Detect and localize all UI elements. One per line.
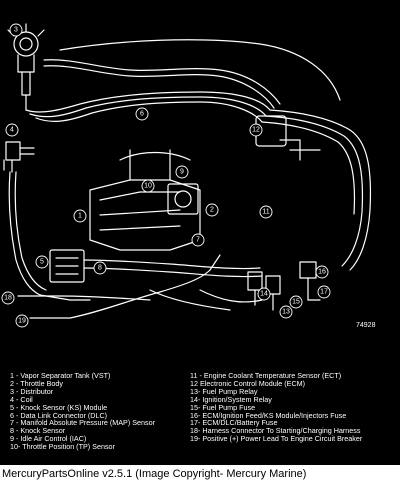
svg-text:1: 1	[78, 213, 82, 220]
legend-item: 5 - Knock Sensor (KS) Module	[10, 402, 108, 412]
svg-text:11: 11	[262, 209, 269, 216]
wiring-diagram: 1 2 3 4 5 6 7 8 9 10 11 12 13 14 15 16 1…	[1, 23, 372, 328]
figure-number: 74928	[356, 322, 376, 329]
svg-text:10: 10	[144, 183, 152, 190]
harness-right	[255, 109, 372, 271]
engine-block	[89, 149, 201, 251]
svg-text:18: 18	[4, 295, 12, 302]
legend-item: 18- Harness Connector To Starting/Chargi…	[190, 426, 361, 436]
distributor-shape	[7, 23, 45, 111]
svg-text:12: 12	[252, 127, 260, 134]
callout-9: 9	[175, 165, 189, 179]
svg-text:14: 14	[260, 291, 268, 298]
legend-right-column: 11 - Engine Coolant Temperature Sensor (…	[190, 372, 362, 443]
coil-shape	[3, 141, 35, 173]
callout-4: 4	[5, 123, 19, 137]
legend-item: 15- Fuel Pump Fuse	[190, 402, 256, 412]
callout-7: 7	[191, 233, 205, 247]
legend-item: 3 - Distributor	[10, 386, 54, 396]
legend-item: 4 - Coil	[10, 394, 33, 404]
svg-text:13: 13	[282, 309, 290, 316]
legend-item: 16- ECM/Ignition Feed/KS Module/Injector…	[190, 410, 347, 420]
svg-text:17: 17	[320, 289, 328, 296]
svg-text:2: 2	[210, 207, 214, 214]
legend-item: 19- Positive (+) Power Lead To Engine Ci…	[190, 434, 363, 444]
callout-15: 15	[289, 295, 303, 309]
legend-item: 2 - Throttle Body	[10, 378, 64, 388]
legend-item: 10- Throttle Position (TP) Sensor	[10, 442, 115, 452]
legend-item: 6 - Data Link Connector (DLC)	[10, 410, 108, 420]
legend: 1 - Vapor Separator Tank (VST) 2 - Throt…	[0, 372, 400, 462]
callout-12: 12	[249, 123, 263, 137]
legend-item: 11 - Engine Coolant Temperature Sensor (…	[190, 371, 342, 380]
svg-text:3: 3	[14, 27, 18, 34]
harness-left	[8, 171, 91, 301]
svg-text:19: 19	[18, 318, 26, 325]
legend-item: 13- Fuel Pump Relay	[190, 386, 258, 396]
legend-item: 7 - Manifold Absolute Pressure (MAP) Sen…	[10, 418, 156, 428]
image-caption: MercuryPartsOnline v2.5.1 (Image Copyrig…	[2, 468, 307, 480]
diagram-frame: 1 2 3 4 5 6 7 8 9 10 11 12 13 14 15 16 1…	[0, 0, 400, 465]
legend-item: 14- Ignition/System Relay	[190, 394, 272, 404]
svg-text:8: 8	[98, 265, 102, 272]
knock-module	[49, 249, 263, 283]
callout-19: 19	[15, 314, 29, 328]
callout-11: 11	[259, 205, 273, 219]
svg-text:9: 9	[180, 169, 184, 176]
harness-top	[25, 39, 341, 123]
callouts: 1 2 3 4 5 6 7 8 9 10 11 12 13 14 15 16 1…	[1, 23, 331, 328]
callout-10: 10	[141, 179, 155, 193]
callout-5: 5	[35, 255, 49, 269]
callout-16: 16	[315, 265, 329, 279]
legend-item: 1 - Vapor Separator Tank (VST)	[10, 371, 111, 380]
callout-13: 13	[279, 305, 293, 319]
callout-14: 14	[257, 287, 271, 301]
legend-item: 9 - Idle Air Control (IAC)	[10, 434, 87, 444]
legend-item: 17- ECM/DLC/Battery Fuse	[190, 418, 278, 428]
callout-6: 6	[135, 107, 149, 121]
callout-17: 17	[317, 285, 331, 299]
callout-3: 3	[9, 23, 23, 37]
svg-text:6: 6	[140, 111, 144, 118]
legend-item: 12 Electronic Control Module (ECM)	[190, 378, 306, 388]
callout-8: 8	[93, 261, 107, 275]
svg-text:16: 16	[318, 269, 326, 276]
svg-text:5: 5	[40, 259, 44, 266]
svg-text:15: 15	[292, 299, 300, 306]
svg-text:4: 4	[10, 127, 14, 134]
callout-18: 18	[1, 291, 15, 305]
callout-1: 1	[73, 209, 87, 223]
power-leads	[17, 254, 221, 319]
callout-2: 2	[205, 203, 219, 217]
svg-text:7: 7	[196, 237, 200, 244]
legend-item: 8 - Knock Sensor	[10, 426, 66, 436]
legend-left-column: 1 - Vapor Separator Tank (VST) 2 - Throt…	[10, 372, 155, 451]
